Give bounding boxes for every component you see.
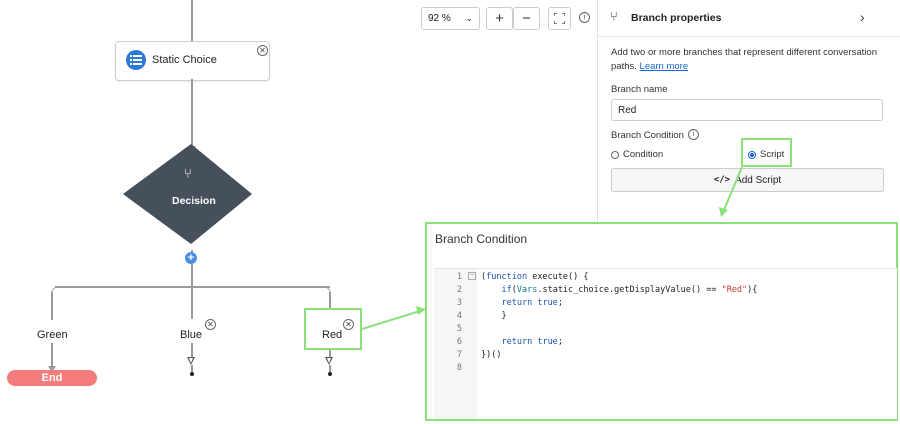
code-text: return true; <box>501 337 563 347</box>
panel-title: Branch properties <box>631 12 722 24</box>
description-text: Add two or more branches that represent … <box>611 47 877 72</box>
decision-node[interactable]: ⑂ Decision <box>123 144 252 244</box>
line-number: 6 <box>456 337 462 347</box>
branch-icon: ⑂ <box>184 166 192 181</box>
code-text: (function execute() { <box>481 272 589 282</box>
close-icon[interactable]: ✕ <box>257 45 268 56</box>
add-script-label: Add Script <box>735 174 782 186</box>
connector-line <box>329 292 331 308</box>
minus-icon: − <box>522 10 531 27</box>
add-script-button[interactable]: </> Add Script <box>611 168 884 192</box>
connector-line <box>191 365 193 373</box>
radio-script[interactable]: Script <box>748 149 784 160</box>
branch-label-green[interactable]: Green <box>37 329 68 341</box>
terminal-dot <box>189 372 194 376</box>
branch-label-red[interactable]: Red <box>322 329 343 341</box>
zoom-in-button[interactable]: + <box>486 7 513 30</box>
arrow-head-icon <box>48 366 56 372</box>
connector-line <box>51 343 53 368</box>
end-label: End <box>41 372 63 384</box>
connector-line <box>191 343 193 357</box>
code-icon: </> <box>713 175 731 185</box>
connector-line <box>329 365 331 373</box>
branch-label-blue[interactable]: Blue <box>180 329 203 341</box>
code-line: 6 return true; <box>434 337 894 350</box>
info-icon[interactable]: i <box>688 129 699 140</box>
connector-line <box>191 264 193 319</box>
radio-button[interactable] <box>611 150 619 159</box>
add-branch-icon[interactable]: + <box>185 252 197 264</box>
branch-name-field[interactable]: Red <box>611 99 883 121</box>
flow-canvas[interactable]: Static Choice ✕ ⑂ Decision + Green End B… <box>0 0 597 424</box>
branch-condition-editor: Branch Condition − 1 (function execute() … <box>425 222 898 421</box>
connector-line <box>191 0 193 42</box>
zoom-select[interactable]: 92 % ⌄ <box>421 7 480 30</box>
branch-properties-panel: ⑂ Branch properties › Add two or more br… <box>597 0 900 222</box>
code-editor[interactable]: − 1 (function execute() { 2 if(Vars.static… <box>434 268 897 419</box>
terminal-dot <box>327 372 332 376</box>
radio-script-label: Script <box>760 149 785 160</box>
line-gutter <box>434 269 477 419</box>
code-line: 1 (function execute() { <box>434 272 894 285</box>
red-branch-highlight <box>304 308 362 350</box>
code-text: return true; <box>501 298 563 308</box>
panel-description: Add two or more branches that represent … <box>611 46 891 74</box>
code-text: } <box>481 311 507 321</box>
code-line: 8 <box>434 363 894 376</box>
open-arrow-icon <box>187 357 195 365</box>
line-number: 1 <box>456 272 462 282</box>
branch-name-value: Red <box>618 104 637 116</box>
code-line: 2 if(Vars.static_choice.getDisplayValue(… <box>434 285 894 298</box>
panel-header: ⑂ Branch properties › <box>598 0 900 37</box>
connector-line <box>329 350 331 357</box>
static-choice-node[interactable]: Static Choice ✕ <box>115 41 270 81</box>
zoom-value: 92 % <box>428 13 451 24</box>
branch-icon: ⑂ <box>610 9 618 24</box>
branch-name-label: Branch name <box>611 84 668 95</box>
list-icon <box>126 50 146 70</box>
end-node[interactable]: End <box>7 370 97 386</box>
connector-line <box>191 79 193 149</box>
radio-condition-label: Condition <box>623 149 664 160</box>
connector-line <box>51 292 53 320</box>
connector-curve <box>322 286 331 295</box>
open-arrow-icon <box>325 357 333 365</box>
branch-condition-label: Branch Condition <box>611 130 684 141</box>
line-number: 2 <box>456 285 462 295</box>
code-line: 5 <box>434 324 894 337</box>
plus-icon: + <box>495 10 504 27</box>
info-icon[interactable]: i <box>579 12 590 23</box>
close-icon[interactable]: ✕ <box>205 319 216 330</box>
code-line: 4 } <box>434 311 894 324</box>
code-line: 7 })() <box>434 350 894 363</box>
fold-icon[interactable]: − <box>468 272 476 280</box>
connector-line <box>55 286 330 288</box>
line-number: 3 <box>456 298 462 308</box>
line-number: 8 <box>456 363 462 373</box>
connector-curve <box>51 286 60 295</box>
popup-title: Branch Condition <box>435 232 528 246</box>
fit-to-screen-button[interactable] <box>548 7 571 30</box>
code-text: })() <box>481 350 502 360</box>
line-number: 5 <box>456 324 462 334</box>
close-icon[interactable]: ✕ <box>343 319 354 330</box>
chevron-right-icon[interactable]: › <box>860 9 865 25</box>
radio-condition[interactable]: Condition <box>611 149 663 160</box>
static-choice-label: Static Choice <box>152 54 217 66</box>
zoom-out-button[interactable]: − <box>513 7 540 30</box>
code-line: 3 return true; <box>434 298 894 311</box>
decision-label: Decision <box>172 195 216 207</box>
learn-more-link[interactable]: Learn more <box>639 61 689 72</box>
radio-button-selected[interactable] <box>748 150 756 159</box>
line-number: 7 <box>456 350 462 360</box>
chevron-down-icon: ⌄ <box>465 13 473 23</box>
line-number: 4 <box>456 311 462 321</box>
script-highlight <box>741 138 792 167</box>
code-text: if(Vars.static_choice.getDisplayValue() … <box>501 285 758 295</box>
